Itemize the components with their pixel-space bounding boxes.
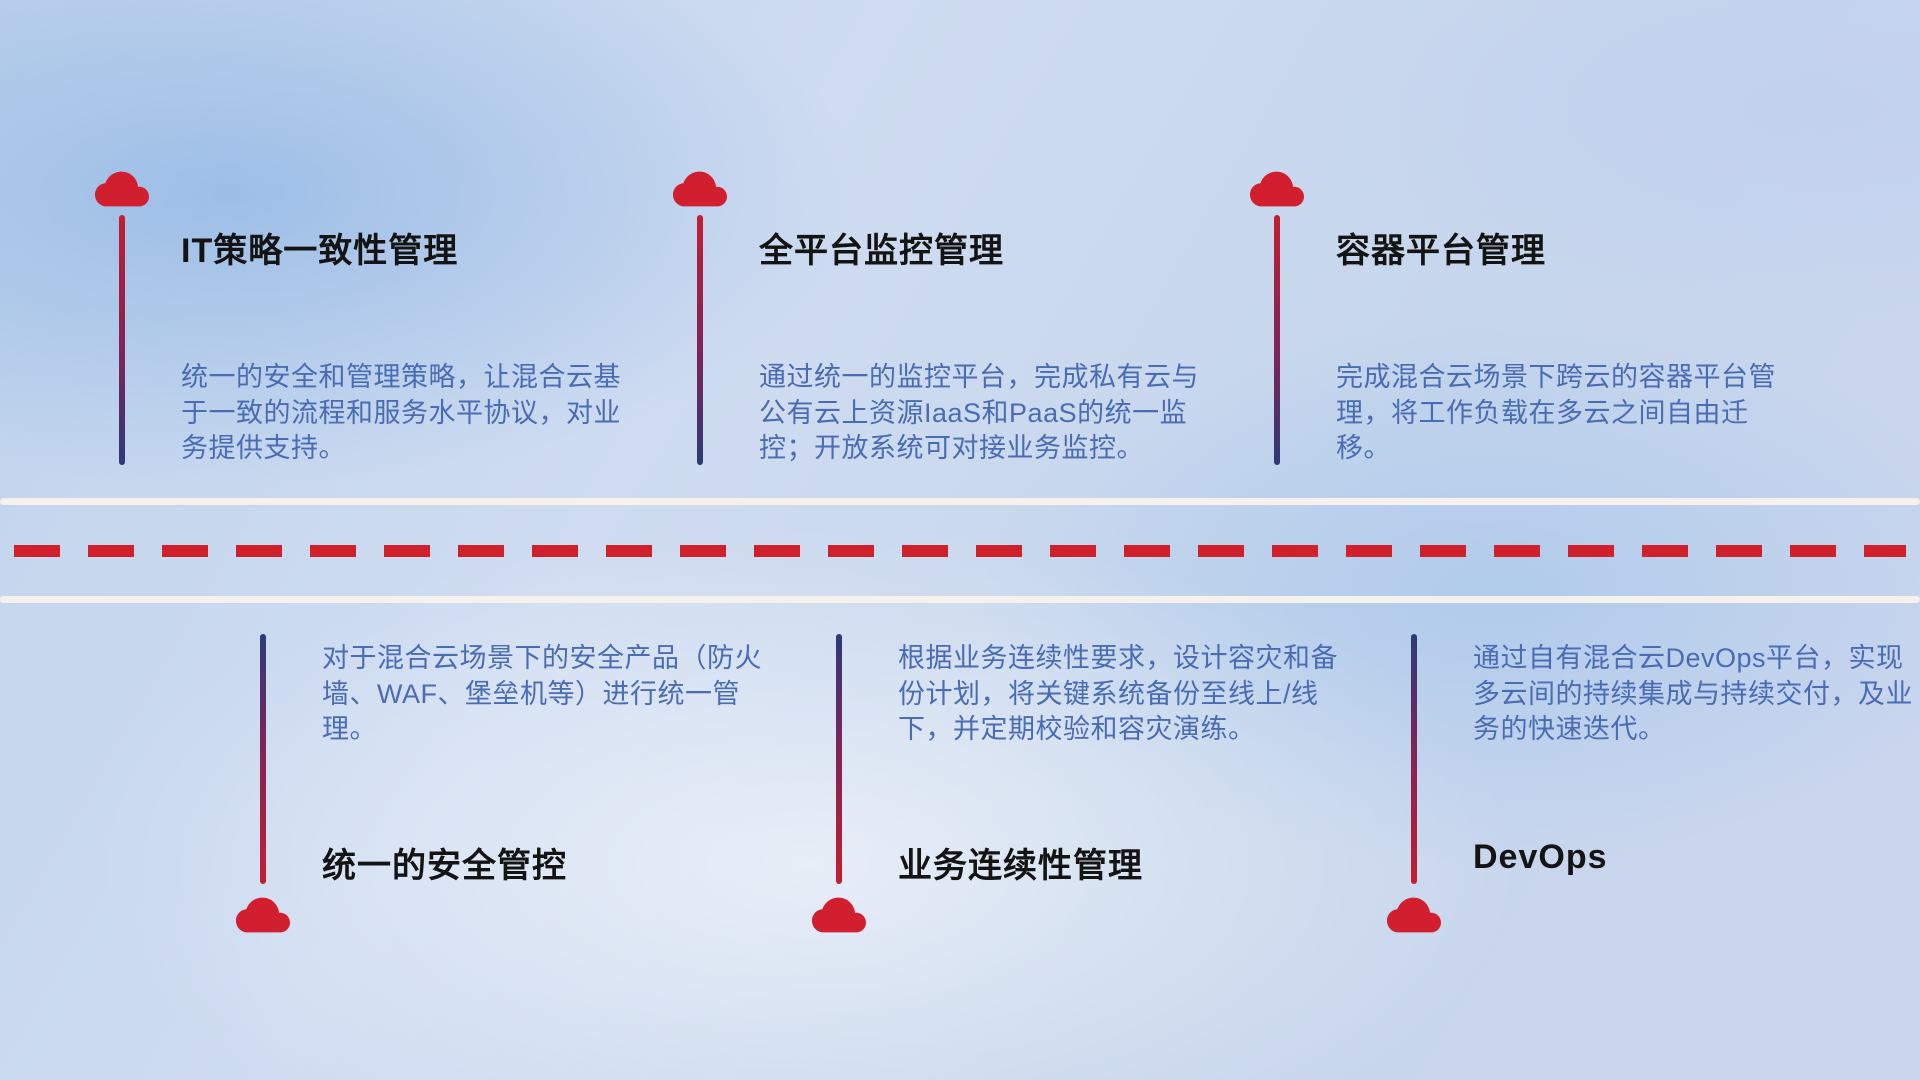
- cloud-icon: [95, 171, 149, 209]
- item-description: 对于混合云场景下的安全产品（防火墙、WAF、堡垒机等）进行统一管理。: [322, 643, 762, 745]
- cloud-icon: [1387, 897, 1441, 935]
- road-dashed-centerline: [14, 545, 1906, 557]
- cloud-icon: [1250, 171, 1304, 209]
- milestone-item: 通过自有混合云DevOps平台，实现多云间的持续集成与持续交付，及业务的快速迭代…: [1387, 634, 1920, 944]
- item-description: 通过自有混合云DevOps平台，实现多云间的持续集成与持续交付，及业务的快速迭代…: [1473, 643, 1913, 745]
- item-title: 业务连续性管理: [898, 847, 1143, 885]
- item-title: 容器平台管理: [1336, 232, 1546, 270]
- item-title: 统一的安全管控: [322, 847, 567, 885]
- item-description: 根据业务连续性要求，设计容灾和备份计划，将关键系统备份至线上/线下，并定期校验和…: [898, 643, 1338, 745]
- milestone-item: 对于混合云场景下的安全产品（防火墙、WAF、堡垒机等）进行统一管理。 统一的安全…: [236, 634, 776, 944]
- connector-line: [119, 215, 125, 465]
- cloud-icon: [812, 897, 866, 935]
- item-description: 通过统一的监控平台，完成私有云与公有云上资源IaaS和PaaS的统一监控；开放系…: [759, 362, 1199, 464]
- item-title: IT策略一致性管理: [181, 232, 459, 270]
- road-line-bottom: [0, 596, 1920, 603]
- item-title: 全平台监控管理: [759, 232, 1004, 270]
- milestone-item: 全平台监控管理 通过统一的监控平台，完成私有云与公有云上资源IaaS和PaaS的…: [673, 171, 1213, 501]
- connector-line: [1411, 634, 1417, 884]
- connector-line: [1274, 215, 1280, 465]
- milestone-item: IT策略一致性管理 统一的安全和管理策略，让混合云基于一致的流程和服务水平协议，…: [95, 171, 635, 501]
- road-line-top: [0, 498, 1920, 505]
- connector-line: [836, 634, 842, 884]
- connector-line: [260, 634, 266, 884]
- connector-line: [697, 215, 703, 465]
- item-title: DevOps: [1473, 838, 1608, 876]
- cloud-icon: [236, 897, 290, 935]
- item-description: 统一的安全和管理策略，让混合云基于一致的流程和服务水平协议，对业务提供支持。: [181, 362, 621, 464]
- cloud-icon: [673, 171, 727, 209]
- item-description: 完成混合云场景下跨云的容器平台管理，将工作负载在多云之间自由迁移。: [1336, 362, 1776, 464]
- milestone-item: 根据业务连续性要求，设计容灾和备份计划，将关键系统备份至线上/线下，并定期校验和…: [812, 634, 1352, 944]
- milestone-item: 容器平台管理 完成混合云场景下跨云的容器平台管理，将工作负载在多云之间自由迁移。: [1250, 171, 1790, 501]
